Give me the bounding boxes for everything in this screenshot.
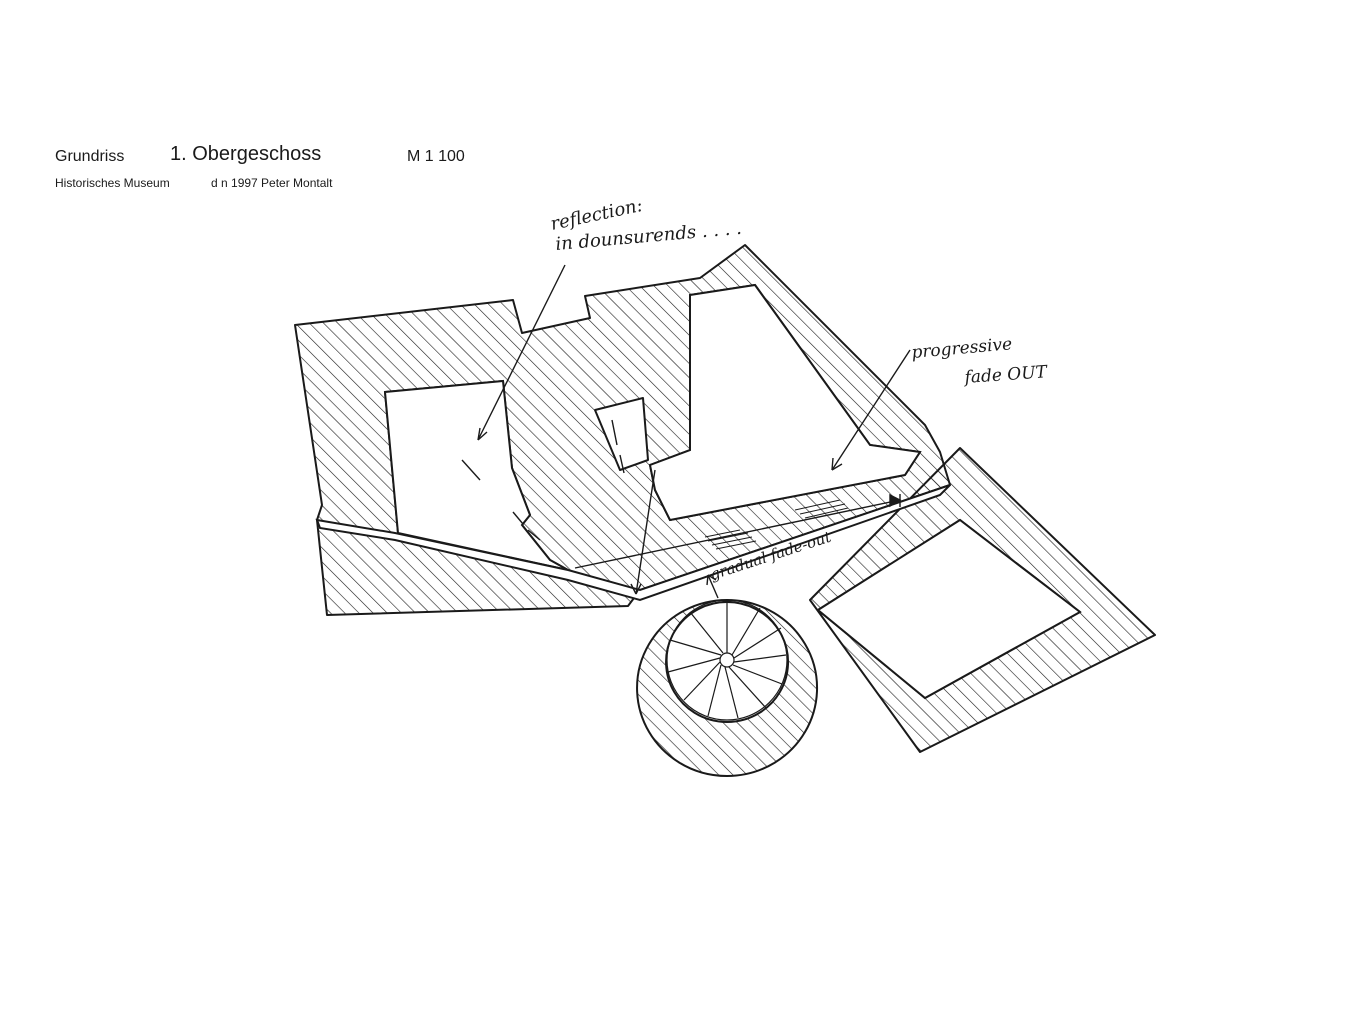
stair-tower-walls	[636, 599, 819, 777]
museum-name: Historisches Museum	[55, 176, 170, 190]
floor-title: 1. Obergeschoss	[170, 143, 322, 165]
note-progressive-1: progressive	[911, 334, 1013, 363]
scale-label: M 1 100	[407, 148, 465, 165]
note-progressive-2: fade OUT	[962, 362, 1049, 388]
title-block: Grundriss 1. Obergeschoss M 1 100 Histor…	[0, 0, 600, 200]
corridor	[315, 484, 951, 602]
room-central	[648, 283, 922, 522]
drawing-credit: d n 1997 Peter Montalt	[211, 176, 333, 190]
annotation-lines	[461, 264, 911, 599]
spiral-stair	[666, 599, 788, 721]
room-east	[816, 518, 1082, 700]
fade-shading	[704, 499, 849, 550]
drawing-type: Grundriss	[55, 148, 125, 165]
